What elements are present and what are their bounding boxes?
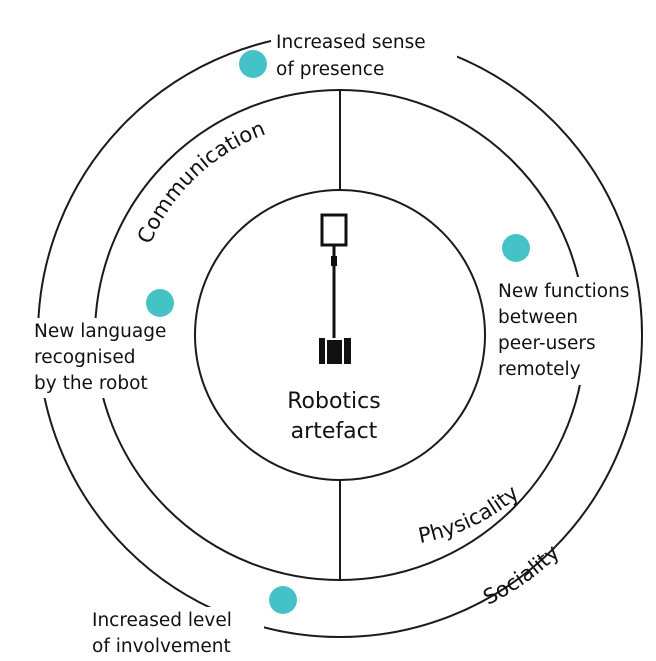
- outcome-backdrop-functions: [494, 277, 634, 385]
- outcome-involvement-line-1: Increased level: [92, 610, 232, 631]
- outcome-functions-line-2: between: [498, 307, 578, 328]
- outcome-language-line-1: New language: [34, 321, 166, 342]
- outcome-functions-line-1: New functions: [498, 281, 629, 302]
- outcome-marker-language: [146, 289, 174, 317]
- outcome-backdrop-involvement: [88, 607, 264, 661]
- ring-label-sociality: Sociality: [479, 540, 564, 609]
- outcome-presence-line-2: of presence: [276, 59, 384, 80]
- ring-label-communication: Communication: [133, 116, 269, 247]
- outcome-marker-presence: [239, 50, 267, 78]
- center-title-line-2: artefact: [291, 419, 378, 444]
- outcome-language-line-3: by the robot: [34, 373, 148, 394]
- outcome-marker-functions: [502, 234, 530, 262]
- telepresence-robot-icon: [319, 213, 351, 364]
- outcome-involvement-line-2: of involvement: [92, 636, 231, 657]
- outcome-language-line-2: recognised: [34, 347, 135, 368]
- outcome-marker-involvement: [269, 586, 297, 614]
- outcome-backdrop-presence: [271, 28, 457, 86]
- outcome-functions-line-3: peer-users: [498, 333, 596, 354]
- outcome-backdrop-language: [30, 318, 190, 398]
- outcome-presence-line-1: Increased sense: [276, 32, 426, 53]
- center-title-line-1: Robotics: [287, 389, 380, 414]
- outcome-functions-line-4: remotely: [498, 359, 581, 380]
